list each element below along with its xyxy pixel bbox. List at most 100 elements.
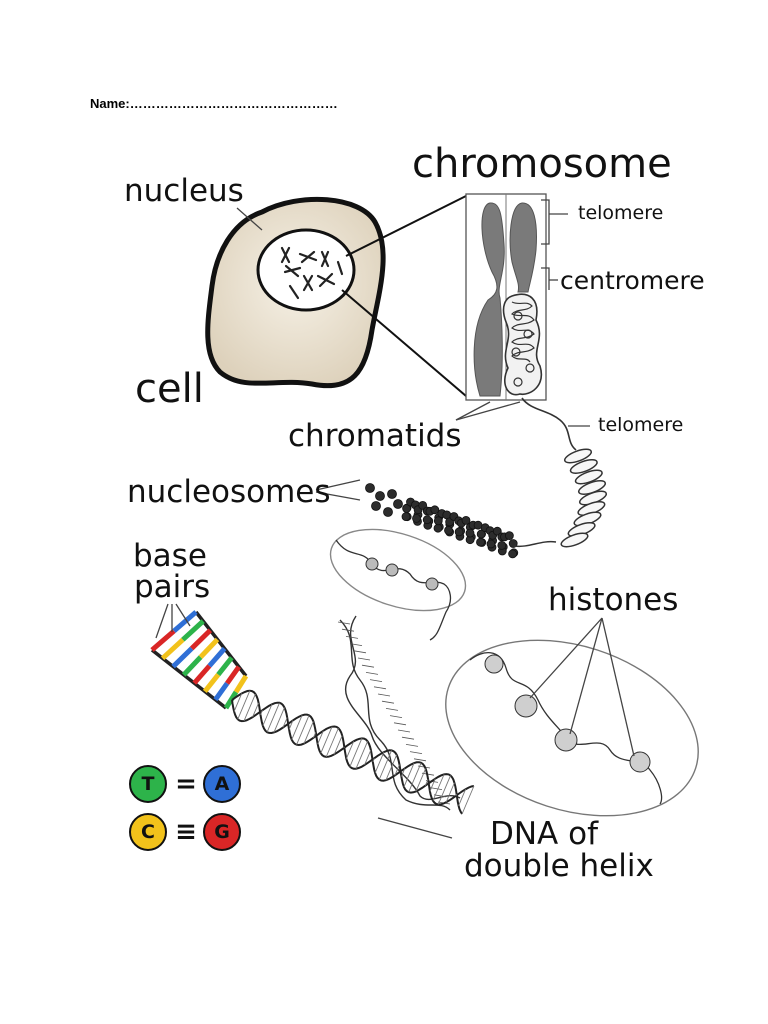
base-pair-rung [150,629,176,652]
helix-rung [303,721,314,744]
histones-leader-3 [601,617,635,757]
helix-rung [341,628,355,632]
chromosome-drawing: chromosome telomere centromere [412,141,705,401]
cell-drawing: nucleus cell [124,173,386,412]
right-chromatid-arm [509,202,537,293]
helix-rung [349,643,363,646]
chromatids-leader-2 [455,401,521,421]
nucleosome-bead [375,491,385,501]
helix-rung [445,782,455,803]
nucleosome-bead [383,507,393,517]
nucleosome-bead [454,527,464,537]
helix-rung [345,741,355,759]
base-pairs-label-line1: base [133,538,207,574]
base-pair-rung [216,656,234,677]
zoom-line-bottom [341,289,467,397]
key-sign-double: = [175,769,197,799]
supercoil-loop [569,459,598,474]
helix-rung [432,774,445,801]
base-pair-rung [192,664,212,685]
helix-rung [409,751,423,754]
base-pair-ladder [150,610,249,710]
key-circle-a [203,765,241,803]
supercoil-loop [574,469,603,485]
helix-rung [357,657,371,661]
helix-rung [433,794,447,798]
base-pair-rung [181,655,203,677]
nucleosome-bead [492,526,502,536]
telomere-top-label: telomere [578,202,663,224]
dna-leader [377,817,453,839]
key-letter-t: T [142,773,155,795]
dna-label-line1: DNA of [490,816,599,852]
helix-rung [385,708,399,711]
helix-rung [266,702,280,733]
helix-rung [260,710,263,715]
helix-rung [373,686,387,690]
base-pair-rung [189,628,213,651]
helix-rung [401,736,415,740]
helix-rung [393,722,407,726]
base-pairs-leader-1 [155,603,169,639]
chromatids-label: chromatids [288,418,462,454]
nucleosome-bead [401,512,411,521]
beads-on-string-zoom [329,528,467,641]
helix-rung [252,702,260,718]
base-pair-key: T = A C ≡ G [129,765,241,851]
nucleosome-bead [387,489,397,499]
helix-rung [429,778,436,792]
nucleosome-bead [486,539,496,549]
helix-rung [424,779,429,786]
helix-rung [349,738,363,767]
nucleosomes-leader-2 [315,491,361,501]
helix-rung [345,636,359,639]
base-pair-rung [225,665,241,685]
key-row-t-a: T = A [129,765,241,803]
base-pair-rung [172,610,198,633]
nucleosome-bead [402,504,412,513]
base-pair-rung [160,637,185,661]
helix-rung [355,741,369,769]
base-pairs-label-line2: pairs [134,569,210,605]
helix-rung [429,787,443,790]
histones-leader-1 [529,617,603,699]
helix-rung [237,690,251,720]
helix-rung [413,758,427,762]
nucleosome-fiber [365,483,557,559]
histones-leader-2 [569,617,603,735]
helix-rung [288,720,294,730]
helix-rung [389,715,403,718]
key-circle-g [203,813,241,851]
base-pair-rung [202,673,221,693]
helix-rung [394,764,400,776]
nucleosome-bead [476,529,486,539]
key-letter-c: C [141,821,155,843]
nucleosome-bead [430,505,440,515]
base-pair-rung [198,637,220,659]
key-letter-g: G [214,821,230,843]
helix-rung [437,775,451,805]
helix-rung [291,715,303,740]
centromere-label: centromere [560,266,705,295]
nucleosome-bead [433,516,443,526]
helix-rung [408,762,422,793]
base-pair-rung [213,681,230,702]
histones-zoom [445,617,699,817]
nucleosome-bead [393,499,403,509]
helix-rung [262,704,273,726]
helix-rung [400,768,406,777]
nucleosome-bead [412,514,421,523]
nucleosome-bead [433,523,443,533]
dna-double-helix [231,689,475,815]
helix-rung [243,693,256,722]
base-pair-rung [207,646,227,668]
helix-rung [455,793,458,797]
helix-rung [317,730,324,745]
key-letter-a: A [215,773,230,795]
dna-helix-middle [337,615,461,811]
zoom-line-top [345,195,467,257]
helix-rung [372,757,375,763]
helix-rung [273,707,285,733]
left-chromatid [473,202,505,397]
